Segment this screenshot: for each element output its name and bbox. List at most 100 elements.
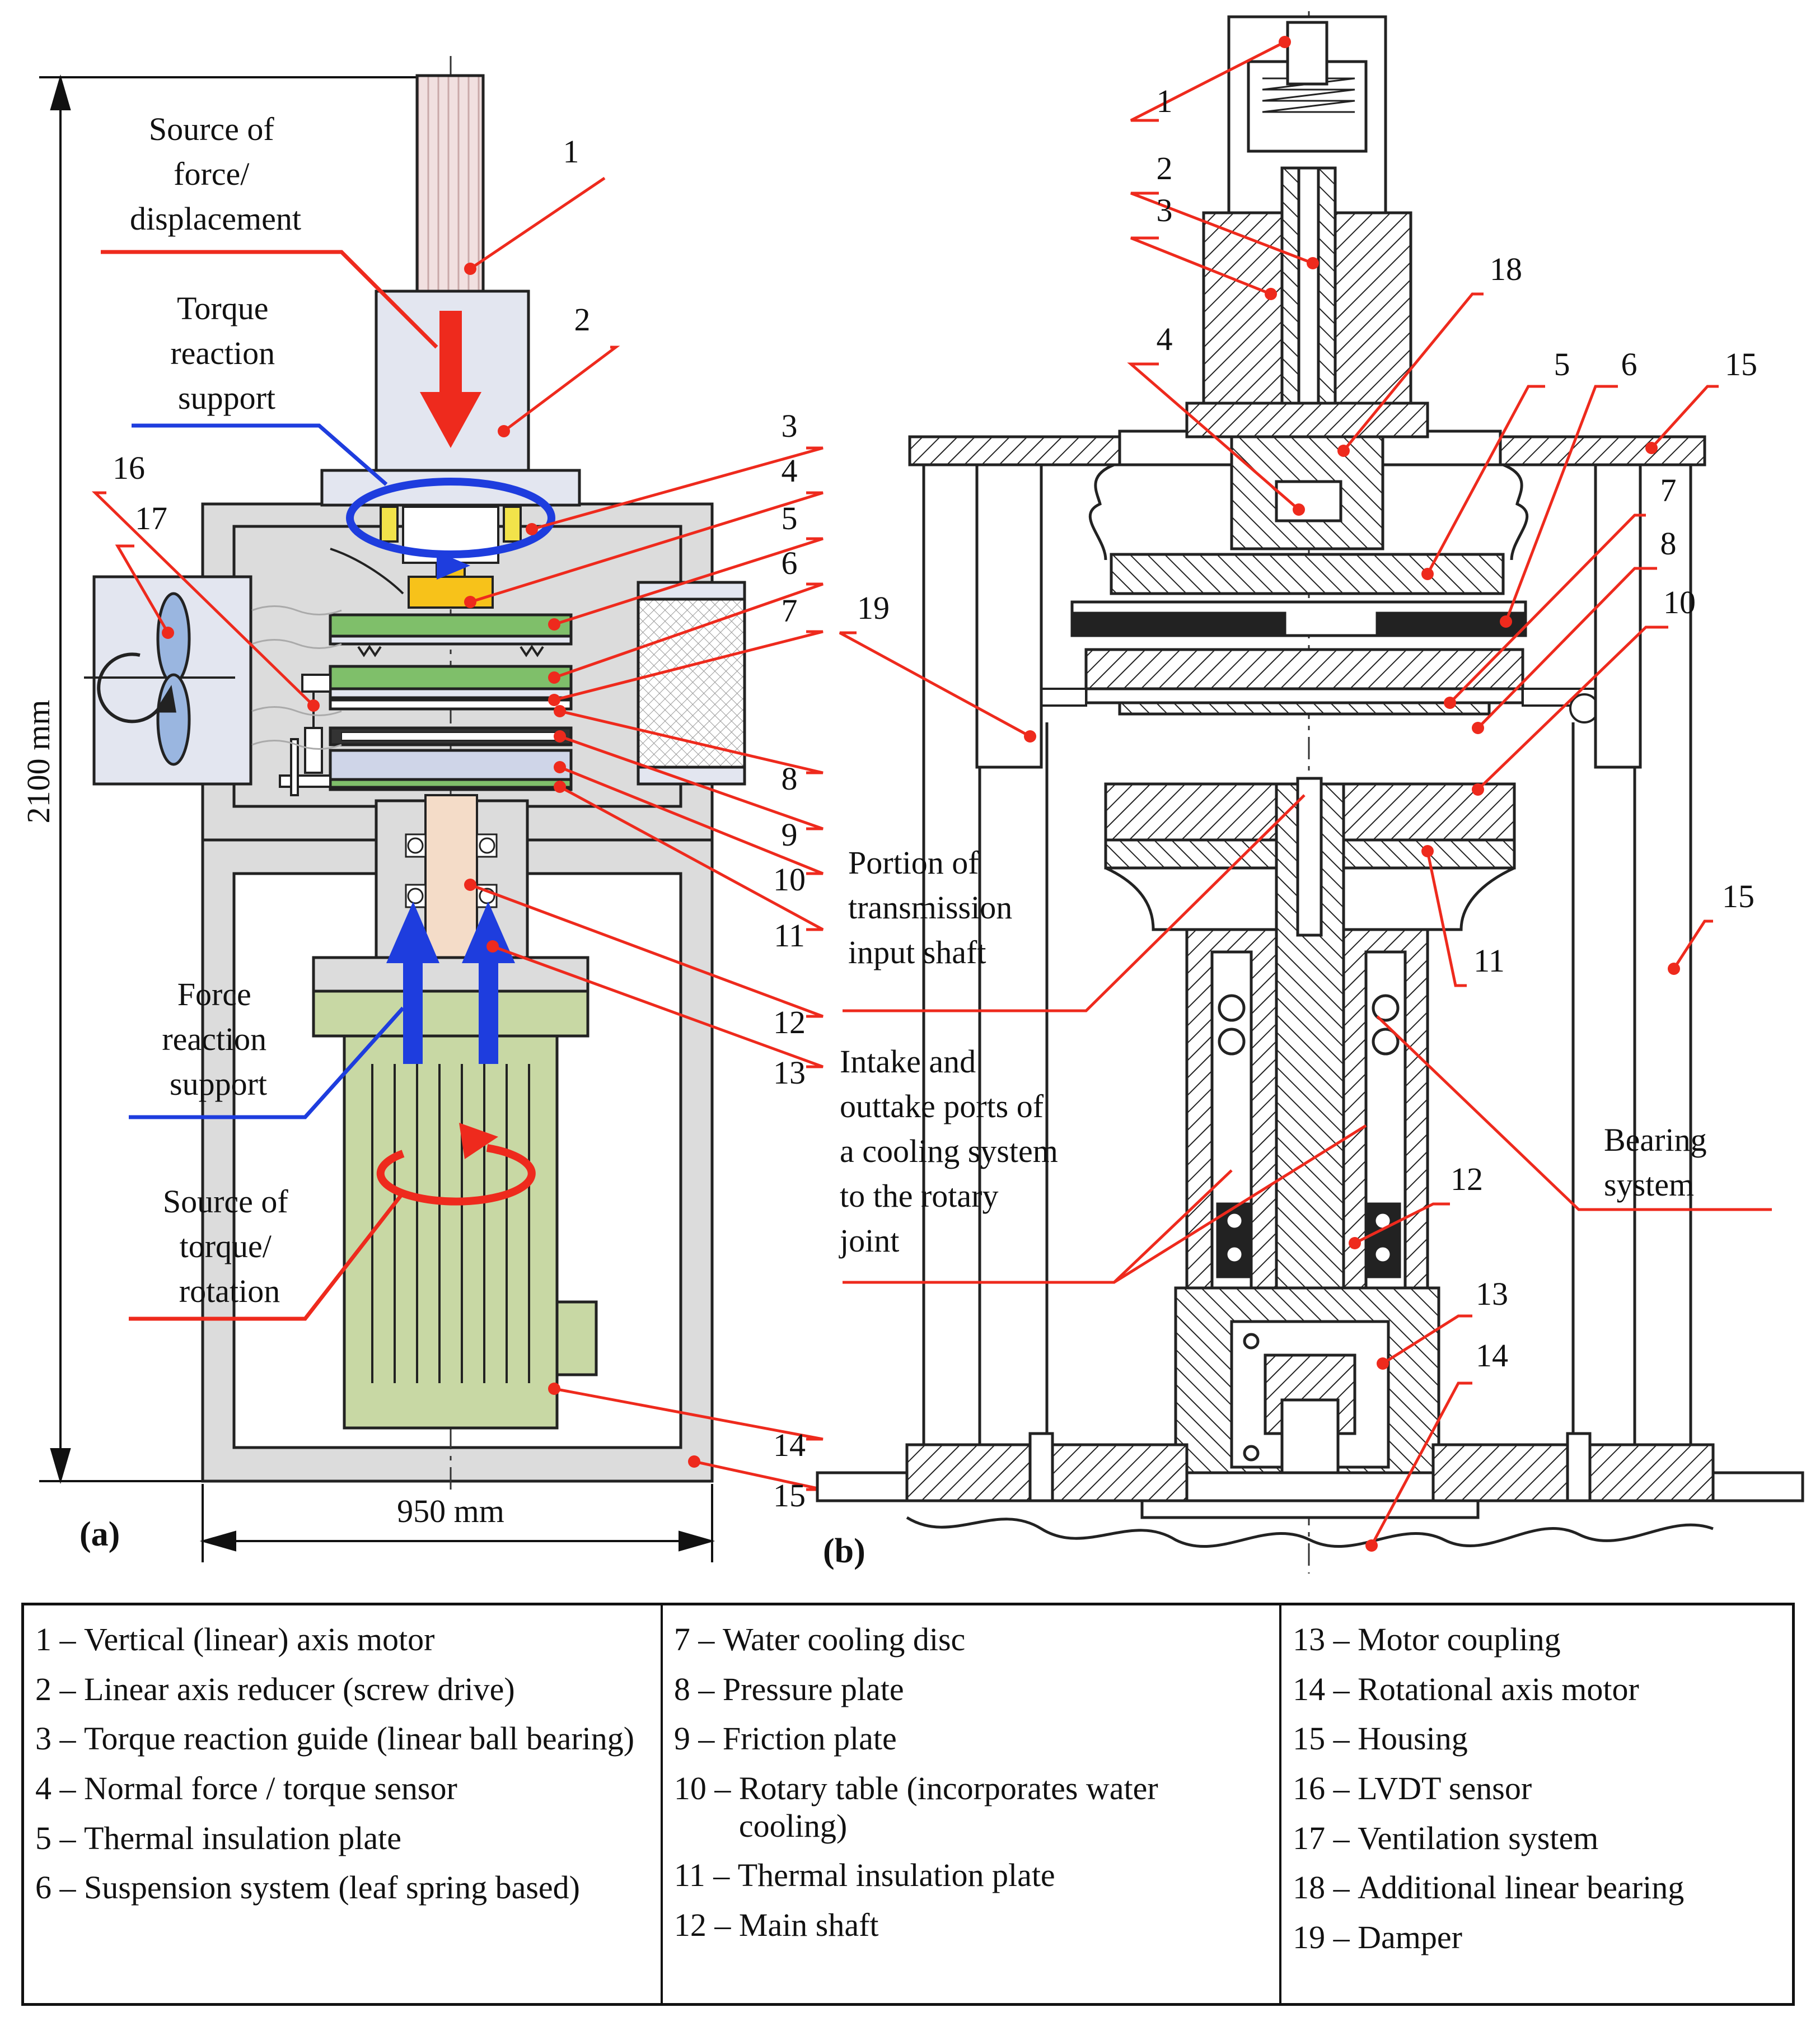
- callout-dot: [1265, 288, 1277, 300]
- width-dimension: [199, 1484, 715, 1562]
- legend-number: 12 –: [673, 1907, 739, 1944]
- torque-source-label: Source of torque/ rotation: [163, 1183, 296, 1309]
- plate-stack: [329, 613, 573, 791]
- callout-number: 6: [782, 545, 798, 581]
- callout-number: 4: [1157, 321, 1173, 357]
- lvdt-sensor: [279, 674, 331, 796]
- legend-number: 2 –: [35, 1670, 84, 1707]
- legend-number: 11 –: [673, 1857, 738, 1894]
- force-torque-sensor: [408, 576, 494, 609]
- callout-number: 14: [773, 1427, 806, 1463]
- callout-number: 11: [774, 917, 805, 954]
- legend-text: Main shaft: [738, 1907, 879, 1944]
- legend-text: Normal force / torque sensor: [84, 1770, 457, 1807]
- torque-source-arrow: [376, 1144, 536, 1206]
- callout-leader: [503, 346, 620, 432]
- legend-text: Rotary table (incorporates water cooling…: [738, 1770, 1158, 1844]
- callout-number: 2: [1157, 150, 1173, 186]
- callout-number: 15: [1722, 878, 1755, 914]
- callout-dot: [554, 761, 566, 773]
- callout-dot: [1024, 730, 1036, 743]
- callout-dot: [498, 425, 510, 437]
- transmission-label: Portion of transmission input shaft: [848, 844, 1021, 970]
- callout-dot: [548, 1383, 560, 1395]
- callout-number: 3: [1157, 192, 1173, 228]
- legend-item: 1 – Vertical (linear) axis motor: [35, 1621, 649, 1659]
- callout-leader: [470, 491, 824, 604]
- legend-text: Ventilation system: [1358, 1819, 1599, 1856]
- legend-text: Rotational axis motor: [1358, 1670, 1639, 1707]
- callout-dot: [1472, 722, 1484, 734]
- legend-text: Damper: [1358, 1919, 1462, 1956]
- callout-leader: [559, 765, 824, 875]
- width-dim-label: 950 mm: [397, 1493, 504, 1529]
- legend-item: 17 – Ventilation system: [1293, 1820, 1781, 1857]
- legend-number: 3 –: [35, 1720, 84, 1757]
- legend-item: 6 – Suspension system (leaf spring based…: [35, 1869, 649, 1907]
- callout-dot: [1645, 442, 1658, 454]
- callout-dot: [1377, 1357, 1389, 1370]
- legend-text: Additional linear bearing: [1358, 1869, 1685, 1906]
- legend-number: 1 –: [35, 1621, 84, 1658]
- legend-item: 2 – Linear axis reducer (screw drive): [35, 1671, 649, 1708]
- callout-leader: [554, 1387, 824, 1441]
- legend-table: 1 – Vertical (linear) axis motor 2 – Line…: [21, 1603, 1795, 2006]
- legend-item: 13 – Motor coupling: [1293, 1621, 1781, 1659]
- callout-number: 8: [1660, 525, 1677, 562]
- callout-leader: [1342, 292, 1484, 452]
- vertical-motor: [415, 74, 485, 298]
- callout-leader: [1130, 40, 1286, 122]
- callout-number: 16: [113, 450, 145, 486]
- callout-number: 15: [1725, 346, 1757, 382]
- callout-dot: [1349, 1237, 1361, 1249]
- callout-leader: [1426, 385, 1545, 575]
- callout-leader: [1354, 1202, 1450, 1245]
- callout-number: 5: [1554, 346, 1570, 382]
- legend-text: Thermal insulation plate: [84, 1819, 401, 1856]
- legend-number: 13 –: [1293, 1621, 1358, 1658]
- callout-leader: [1504, 385, 1618, 622]
- callout-dot: [554, 705, 566, 717]
- legend-column: 1 – Vertical (linear) axis motor 2 – Line…: [24, 1605, 661, 2003]
- callout-number: 7: [1660, 472, 1677, 508]
- callout-dot: [486, 940, 499, 953]
- callout-leader: [1426, 851, 1467, 987]
- callout-number: 8: [782, 760, 798, 797]
- callout-dot: [548, 671, 560, 684]
- callout-dot: [554, 781, 566, 793]
- test-rig-diagram: 2100 mm 950 mm (a): [20, 11, 1804, 1574]
- callout-number: 17: [135, 500, 167, 536]
- callout-leader: [554, 630, 824, 702]
- legend-item: 19 – Damper: [1293, 1919, 1781, 1957]
- callout-number: 2: [574, 301, 591, 338]
- legend-item: 11 – Thermal insulation plate: [674, 1857, 1268, 1894]
- legend-text: Friction plate: [722, 1720, 897, 1757]
- force-source-label: Source of force/ displacement: [130, 111, 301, 237]
- callout-leader: [492, 945, 824, 1068]
- panel-b-label: (b): [823, 1532, 865, 1570]
- legend-number: 7 –: [673, 1621, 723, 1658]
- callout-number: 10: [773, 861, 806, 898]
- rotational-motor: [343, 1034, 598, 1430]
- main-shaft: [424, 794, 478, 959]
- callout-dot: [1472, 783, 1484, 796]
- callout-leader: [1477, 567, 1657, 729]
- callout-leader: [469, 176, 606, 270]
- callout-number: 3: [782, 408, 798, 444]
- legend-number: 9 –: [673, 1720, 723, 1757]
- legend-item: 8 – Pressure plate: [674, 1671, 1268, 1708]
- callout-dot: [1500, 615, 1512, 628]
- callout-number: 7: [782, 592, 798, 629]
- callout-dot: [1337, 445, 1350, 457]
- torque-reaction-arrow: [346, 478, 555, 558]
- legend-text: Housing: [1358, 1720, 1468, 1757]
- height-dim-label: 2100 mm: [20, 700, 57, 824]
- callout-dot: [526, 523, 538, 535]
- callout-dot: [1365, 1539, 1378, 1552]
- callout-leader: [559, 709, 824, 774]
- callout-dot: [1421, 568, 1434, 580]
- callout-dot: [1421, 845, 1434, 857]
- callout-leader: [1650, 385, 1719, 449]
- legend-number: 6 –: [35, 1869, 84, 1906]
- plate-stack-b: [1070, 553, 1527, 716]
